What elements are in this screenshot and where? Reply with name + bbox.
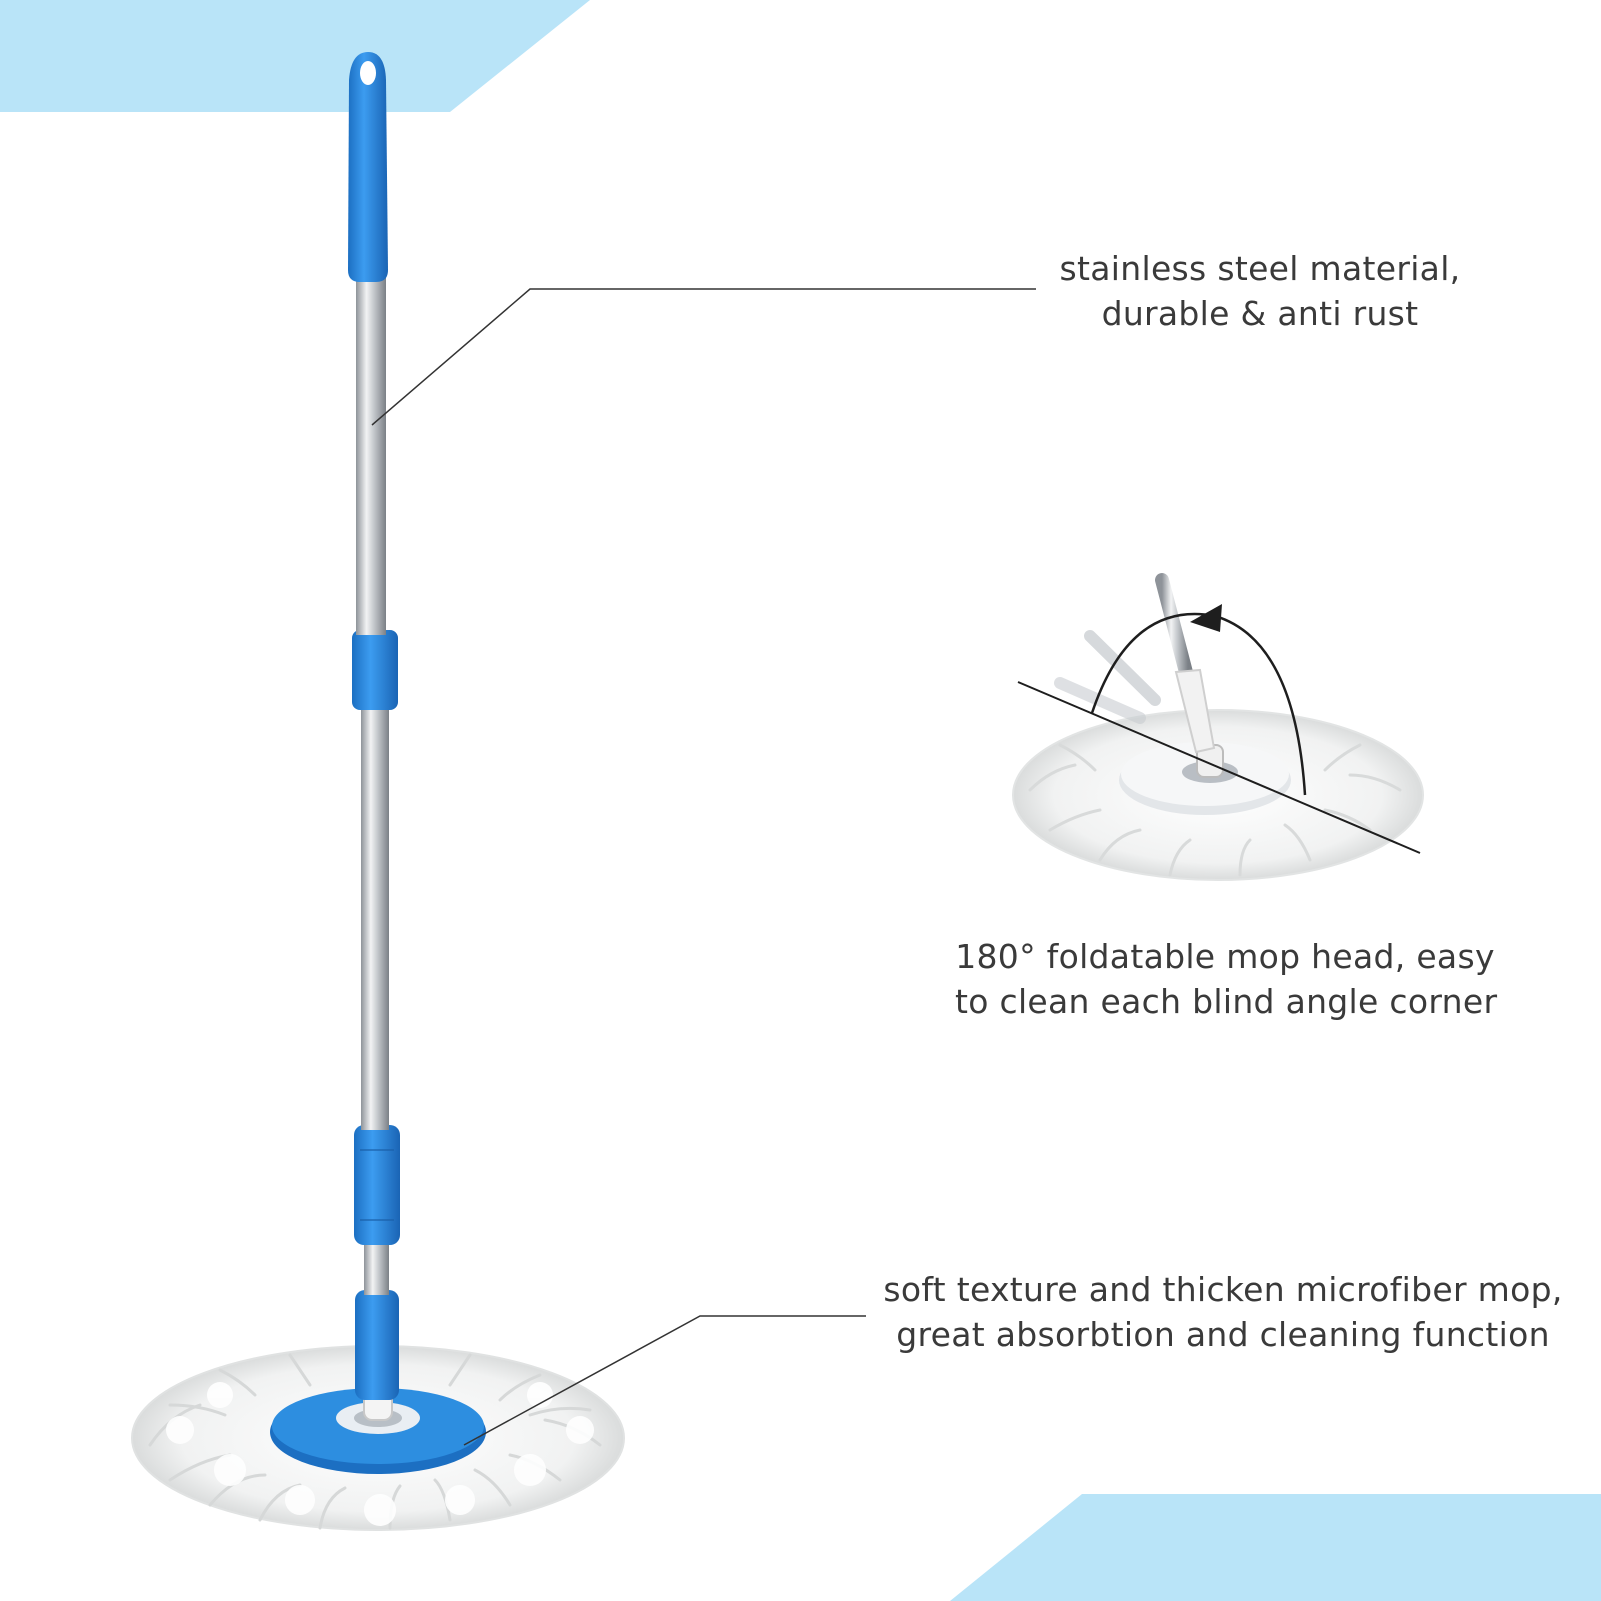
caption-line: durable & anti rust — [1101, 294, 1419, 333]
caption-foldable-head: 180° foldatable mop head, easy to clean … — [955, 934, 1498, 1024]
lock-collar — [354, 1125, 400, 1245]
mop-illustration — [131, 52, 625, 1531]
folding-head-detail — [1012, 573, 1424, 881]
leader-line-microfiber — [463, 1315, 866, 1446]
caption-stainless-steel: stainless steel material, durable & anti… — [1030, 246, 1490, 336]
caption-microfiber: soft texture and thicken microfiber mop,… — [878, 1267, 1568, 1357]
hanging-hole — [360, 61, 376, 85]
caption-line: stainless steel material, — [1059, 249, 1461, 288]
steel-pole-lower — [364, 1240, 389, 1295]
accent-band-top-left — [0, 0, 590, 112]
mop-base-plate — [270, 1385, 486, 1474]
middle-joint — [352, 630, 398, 710]
caption-line: to clean each blind angle corner — [955, 982, 1498, 1021]
steel-pole-middle — [361, 700, 389, 1130]
handle-grip — [348, 52, 388, 282]
caption-line: great absorbtion and cleaning function — [896, 1315, 1550, 1354]
accent-band-bottom-right — [950, 1494, 1601, 1601]
lower-joint — [355, 1290, 399, 1400]
leader-line-steel — [371, 288, 1036, 426]
caption-line: 180° foldatable mop head, easy — [955, 937, 1495, 976]
caption-line: soft texture and thicken microfiber mop, — [883, 1270, 1563, 1309]
steel-pole-upper — [356, 275, 386, 635]
